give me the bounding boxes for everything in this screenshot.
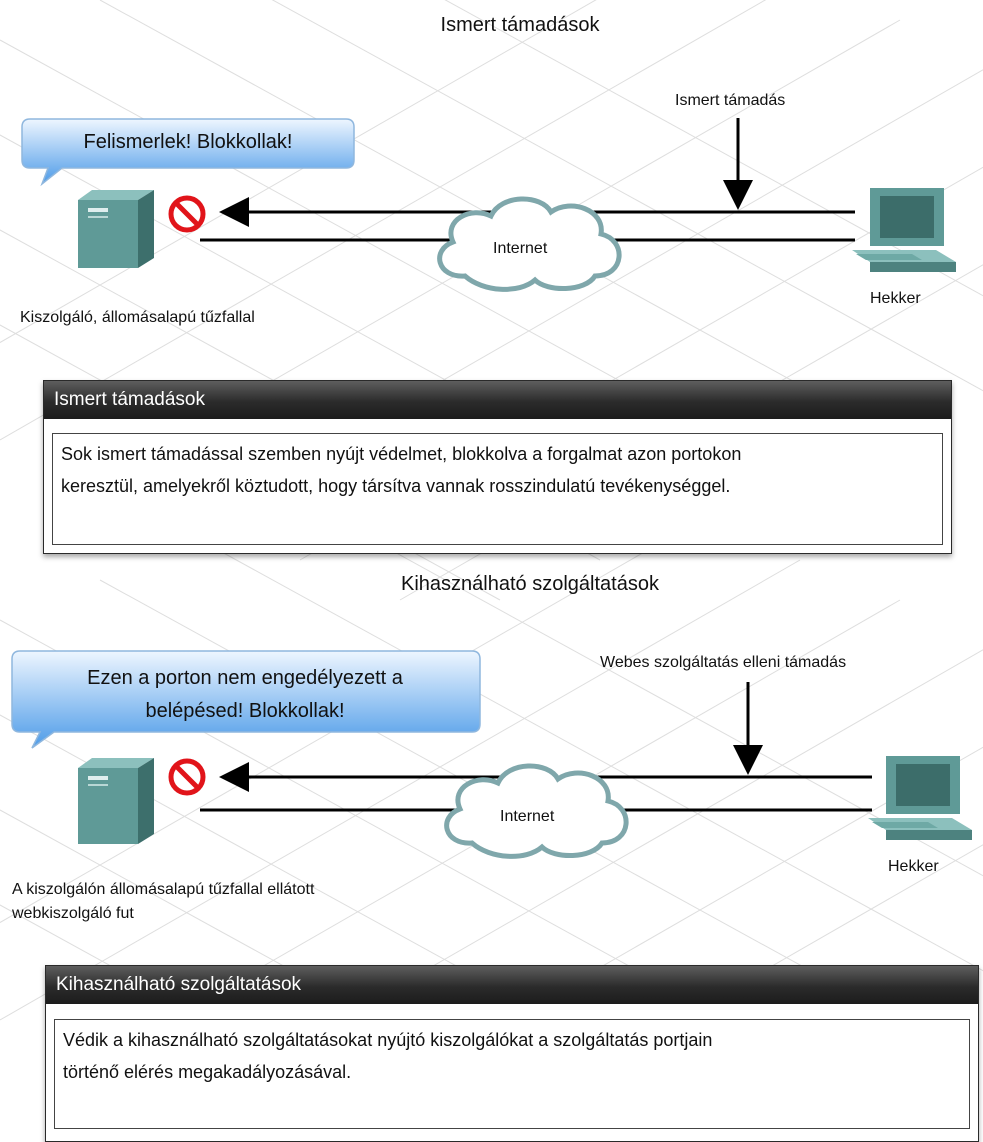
panel-body: Védik a kihasználható szolgáltatásokat n… — [54, 1019, 970, 1129]
block-icon — [168, 758, 206, 796]
bubble-line-1: Felismerlek! Blokkollak! — [83, 131, 293, 153]
panel-header: Ismert támadások — [44, 381, 951, 419]
computer-icon — [868, 756, 972, 840]
bubble-line-1: Ezen a porton nem engedélyezett a — [87, 667, 403, 689]
panel-header: Kihasználható szolgáltatások — [46, 966, 978, 1004]
attack-label: Webes szolgáltatás elleni támadás — [600, 654, 847, 671]
cloud-label: Internet — [500, 808, 555, 825]
cloud-icon — [437, 196, 622, 292]
hacker-label: Hekker — [870, 290, 921, 307]
panel-text-line-1: Védik a kihasználható szolgáltatásokat n… — [63, 1030, 713, 1050]
panel-text-line-1: Sok ismert támadással szemben nyújt véde… — [61, 444, 742, 464]
panel-body: Sok ismert támadással szemben nyújt véde… — [52, 433, 943, 545]
server-label-line-1: A kiszolgálón állomásalapú tűzfallal ell… — [12, 881, 315, 898]
attack-label: Ismert támadás — [675, 92, 786, 109]
speech-bubble — [21, 118, 355, 187]
cloud-icon — [444, 763, 629, 859]
bubble-text: Felismerlek! Blokkollak! — [22, 126, 354, 159]
info-panel: Ismert támadások Sok ismert támadással s… — [43, 380, 952, 554]
bubble-line-2: belépésed! Blokkollak! — [145, 700, 345, 722]
section-title: Ismert támadások — [440, 14, 600, 36]
server-label: Kiszolgáló, állomásalapú tűzfallal — [20, 309, 255, 326]
cloud-label: Internet — [493, 240, 548, 257]
server-label: A kiszolgálón állomásalapú tűzfallal ell… — [12, 878, 314, 926]
bubble-text: Ezen a porton nem engedélyezett a belépé… — [12, 662, 478, 728]
server-icon — [78, 758, 154, 844]
server-icon — [78, 190, 154, 268]
server-label-line-2: webkiszolgáló fut — [12, 905, 134, 922]
speech-bubble — [11, 650, 481, 749]
block-icon — [168, 195, 206, 233]
info-panel: Kihasználható szolgáltatások Védik a kih… — [45, 965, 979, 1142]
panel-text-line-2: keresztül, amelyekről köztudott, hogy tá… — [61, 476, 731, 496]
hacker-label: Hekker — [888, 858, 939, 875]
section-title: Kihasználható szolgáltatások — [401, 573, 659, 595]
computer-icon — [852, 188, 956, 272]
panel-text-line-2: történő elérés megakadályozásával. — [63, 1062, 352, 1082]
